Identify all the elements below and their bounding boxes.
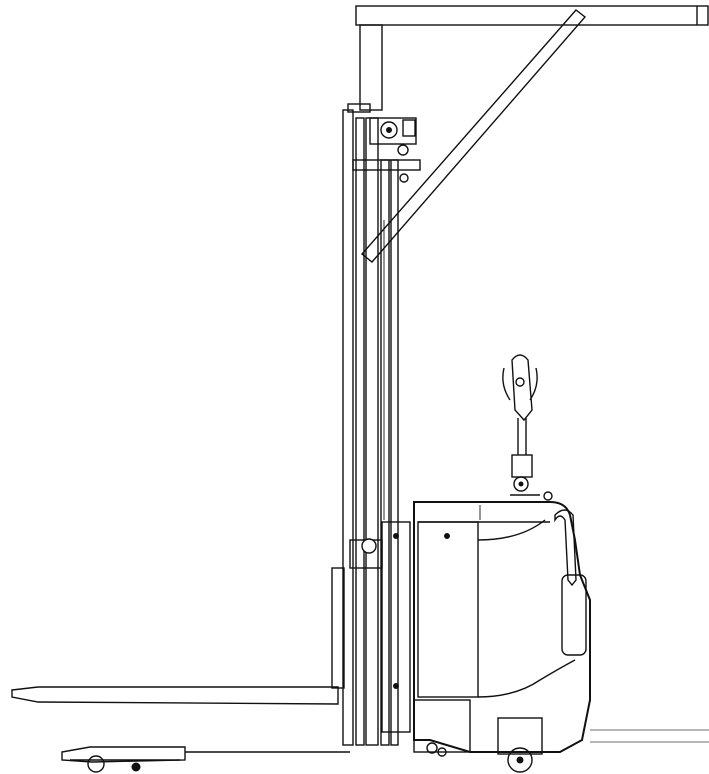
tiller-head xyxy=(511,354,533,422)
rear-grip-rail xyxy=(554,509,587,656)
tiller-pivot-pin-icon xyxy=(518,481,524,487)
front-plate xyxy=(381,521,411,733)
pulley-bracket xyxy=(402,119,416,137)
main-body xyxy=(413,501,591,753)
front-plate-bolt-bottom-icon xyxy=(393,683,399,689)
crosshead-plate xyxy=(352,159,421,171)
chain-roller-icon xyxy=(399,173,409,183)
tiller-button-icon xyxy=(515,377,525,387)
caster-wheel-rear-icon xyxy=(437,747,447,757)
mast-top-cap xyxy=(347,103,371,113)
mast xyxy=(342,103,399,746)
overhead-frame xyxy=(355,5,709,263)
forks xyxy=(11,686,350,773)
body-contour-top xyxy=(477,519,546,541)
drive-unit xyxy=(426,717,709,773)
body-side-panel xyxy=(417,521,479,698)
body-outline xyxy=(413,501,591,753)
chain-anchor-icon xyxy=(397,144,409,156)
key-switch-icon xyxy=(543,491,553,501)
front-plate-bolt-top-icon xyxy=(393,533,399,539)
fork-lower xyxy=(61,746,186,763)
mast-outer-rail-right xyxy=(390,159,399,746)
front-plate-panel xyxy=(381,521,411,733)
overhead-frame-upright xyxy=(359,24,383,111)
drive-wheel-icon xyxy=(507,747,533,773)
carriage-backrest xyxy=(331,567,345,689)
carriage-roller-icon xyxy=(361,538,377,554)
tiller-grip-right xyxy=(529,367,538,401)
overhead-frame-diagonal-brace xyxy=(360,9,587,263)
drive-wheel-housing xyxy=(497,717,543,755)
body-panel-bolt-icon xyxy=(444,533,450,539)
front-load-wheel-icon xyxy=(87,755,105,773)
front-load-wheel-hub-icon xyxy=(131,762,141,772)
tiller-grip-left xyxy=(502,367,511,401)
mast-channel-left xyxy=(365,117,379,746)
crosshead-block xyxy=(369,117,417,145)
mast-inner-rail-left xyxy=(355,117,365,746)
rear-bumper-pad xyxy=(561,574,587,656)
fork-carriage xyxy=(331,538,383,689)
drive-wheel-hub-icon xyxy=(516,756,524,764)
body-lower-skirt xyxy=(413,699,471,753)
body-contour-lower xyxy=(477,659,576,698)
mast-head xyxy=(352,117,421,230)
pulley-axle-icon xyxy=(386,127,392,133)
overhead-frame-top-beam xyxy=(355,5,709,26)
tiller xyxy=(502,354,553,501)
fork-upper xyxy=(11,686,339,705)
tiller-base-block xyxy=(511,454,533,478)
tiller-pivot-icon xyxy=(513,476,529,492)
grip-rail-loop xyxy=(554,509,577,587)
caster-wheel-icon xyxy=(426,742,438,754)
